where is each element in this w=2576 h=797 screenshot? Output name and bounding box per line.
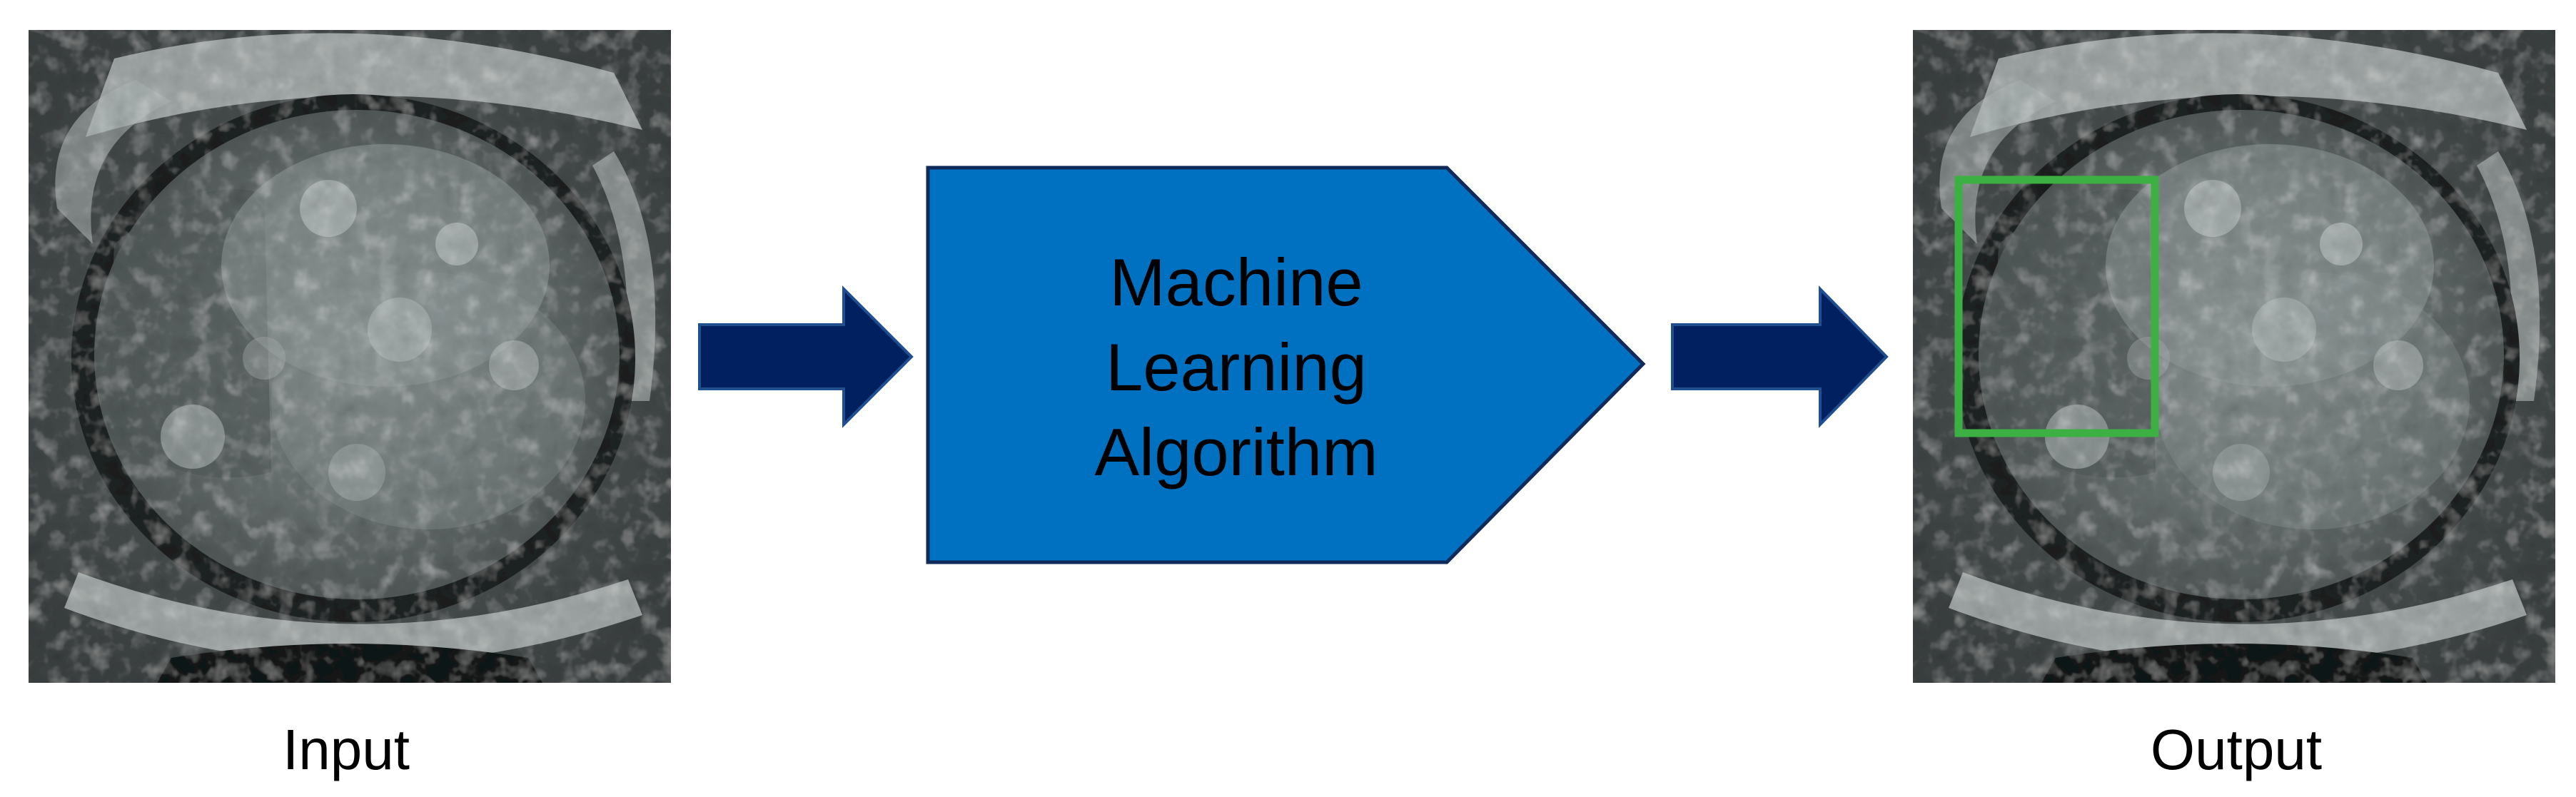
output-caption: Output	[2151, 718, 2322, 781]
input-mri-image	[29, 30, 671, 683]
process-label-line2: Learning	[1106, 330, 1367, 405]
right-arrow-icon	[698, 285, 914, 428]
output-mri-image	[1913, 30, 2555, 683]
right-arrow-icon	[1671, 285, 1889, 428]
detection-bounding-box	[1954, 176, 2159, 437]
process-label-line3: Algorithm	[1094, 415, 1378, 489]
pentagon-shape	[926, 166, 1646, 564]
process-label-line1: Machine	[1109, 245, 1363, 320]
machine-learning-block: Machine Learning Algorithm	[926, 166, 1646, 564]
input-caption: Input	[283, 718, 410, 781]
